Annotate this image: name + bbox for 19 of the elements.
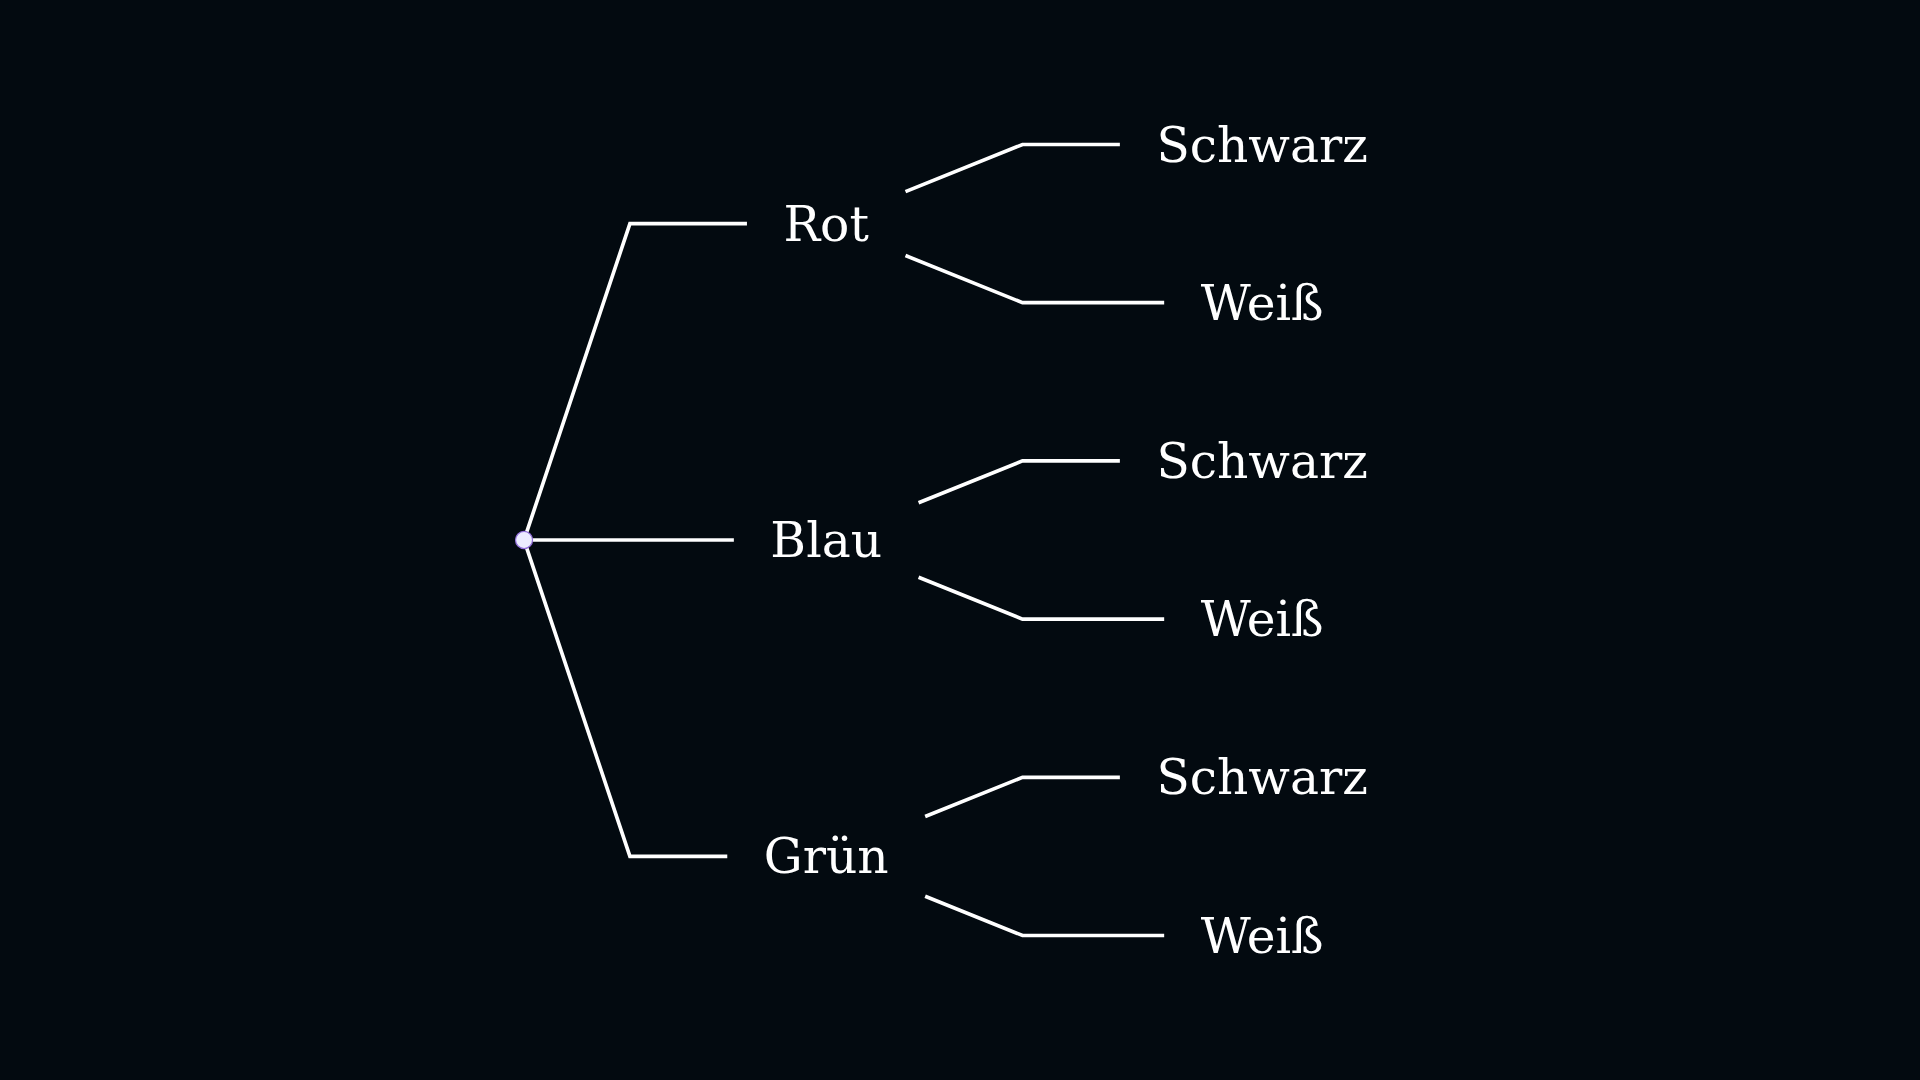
node-circle bbox=[514, 530, 534, 550]
node-text: Rot bbox=[783, 195, 869, 252]
connector bbox=[904, 253, 1165, 305]
connector bbox=[917, 575, 1165, 621]
node-text: Schwarz bbox=[1156, 749, 1368, 806]
node-text: Blau bbox=[770, 512, 883, 568]
connector bbox=[924, 775, 1120, 819]
connector bbox=[525, 547, 728, 859]
node-text: Grün bbox=[763, 828, 889, 885]
connector bbox=[532, 538, 734, 542]
node-text: Schwarz bbox=[1156, 432, 1368, 489]
connector bbox=[917, 459, 1120, 505]
connector bbox=[904, 142, 1120, 194]
node-text: Weiß bbox=[1200, 274, 1324, 331]
node-text: Weiß bbox=[1200, 907, 1324, 964]
connector bbox=[525, 221, 747, 533]
connector bbox=[924, 894, 1165, 938]
node-text: Schwarz bbox=[1156, 116, 1368, 173]
node-text: Weiß bbox=[1200, 591, 1324, 648]
